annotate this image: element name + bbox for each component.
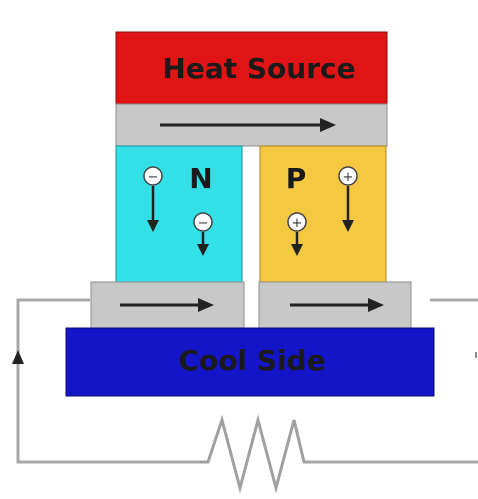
bottom-left-arrow-head-icon [198, 298, 214, 312]
svg-text:−: − [148, 170, 159, 185]
resistor-icon [200, 414, 310, 494]
heat-source-label: Heat Source [162, 52, 355, 85]
bottom-right-arrow-head-icon [368, 298, 384, 312]
p-type-leg [259, 145, 387, 283]
p-type-label: P [286, 162, 307, 195]
circuit-wire [16, 298, 478, 464]
n-type-leg [115, 145, 243, 283]
cool-side-label: Cool Side [178, 344, 325, 377]
hole-1: + [338, 166, 358, 232]
cool-side-block [65, 327, 435, 397]
svg-text:+: + [292, 216, 303, 231]
electron-1: − [143, 166, 163, 232]
wire-arrow-up-icon [12, 350, 24, 364]
heat-source-block [115, 31, 388, 105]
svg-text:+: + [343, 170, 354, 185]
hole-2: + [287, 212, 307, 256]
top-current-arrow-head-icon [320, 118, 336, 132]
n-type-label: N [189, 162, 212, 195]
electron-2: − [193, 212, 213, 256]
svg-text:−: − [198, 216, 209, 231]
